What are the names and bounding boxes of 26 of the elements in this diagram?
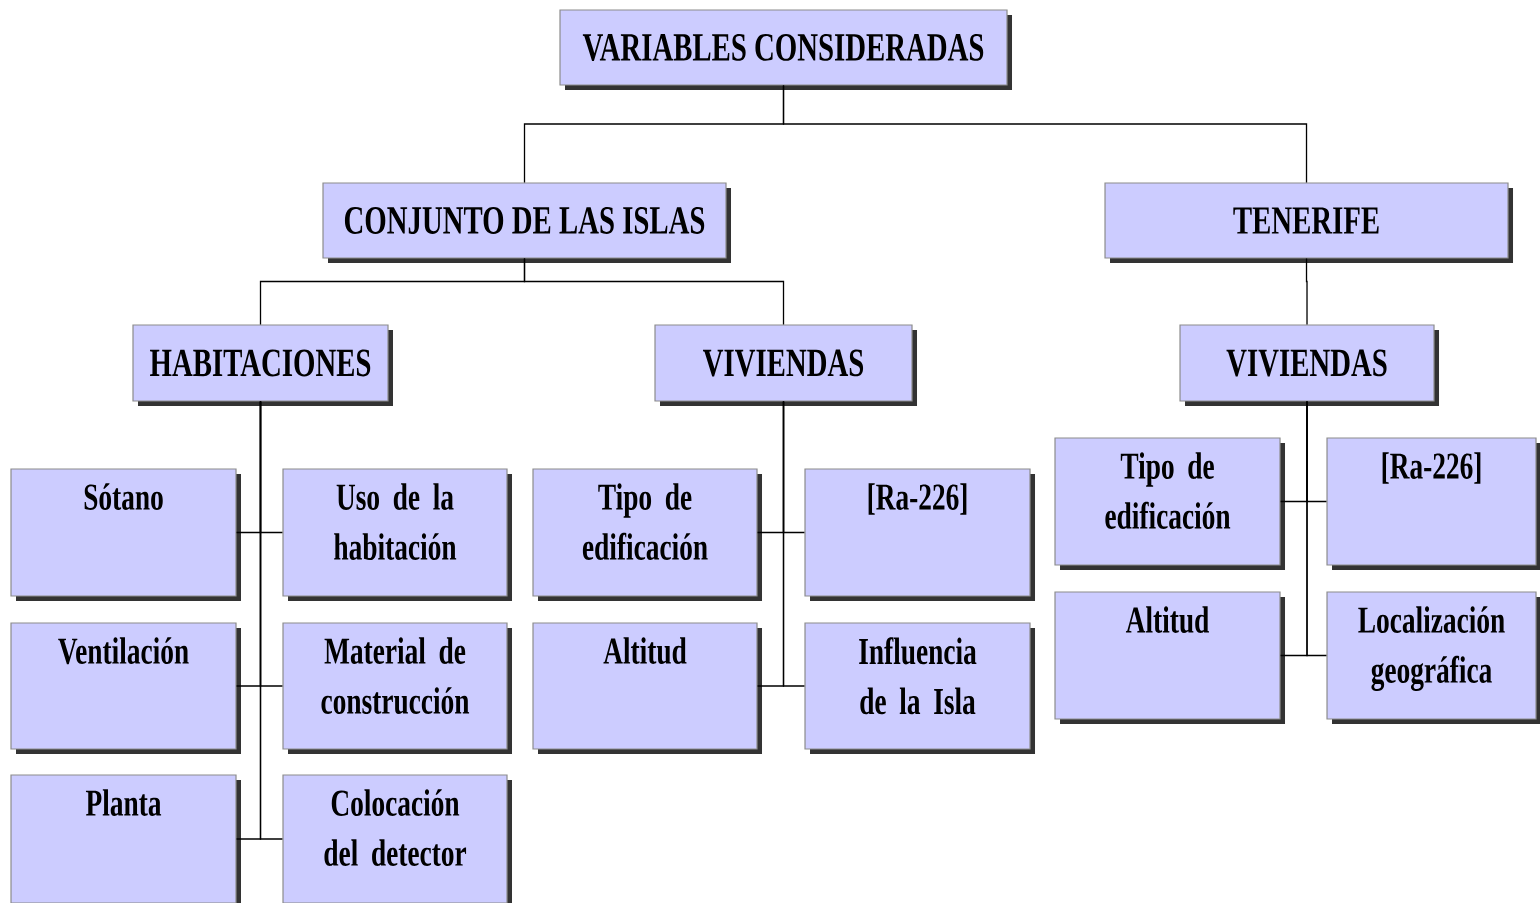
variable-box: Tipo de edificación xyxy=(532,468,762,601)
variable-box: Altitud xyxy=(532,622,762,754)
connector-line xyxy=(259,400,284,840)
category-box: VIVIENDAS xyxy=(1179,324,1439,406)
connector-line xyxy=(782,84,1308,184)
variable-box: Localización geográfica xyxy=(1326,591,1540,724)
category-box: VARIABLES CONSIDERADAS xyxy=(559,9,1012,90)
variable-box: Altitud xyxy=(1054,591,1285,724)
category-box: VIVIENDAS xyxy=(654,324,917,406)
variable-box: Colocación del detector xyxy=(282,774,512,903)
variable-box: Material de construcción xyxy=(282,622,512,754)
category-box: HABITACIONES xyxy=(132,324,393,406)
variable-box: Planta xyxy=(10,774,241,903)
variable-box: Sótano xyxy=(10,468,241,601)
connector-line xyxy=(782,400,806,687)
connector-line xyxy=(1306,400,1328,657)
variable-box: Tipo de edificación xyxy=(1054,437,1285,570)
variable-box: Ventilación xyxy=(10,622,241,754)
connector-line xyxy=(1305,257,1308,326)
variable-box: Uso de la habitación xyxy=(282,468,512,601)
variable-box: [Ra-226] xyxy=(1326,437,1540,570)
category-box: TENERIFE xyxy=(1104,182,1513,263)
variable-box: Influencia de la Isla xyxy=(804,622,1035,754)
variable-box: [Ra-226] xyxy=(804,468,1035,601)
category-box: CONJUNTO DE LAS ISLAS xyxy=(322,182,731,263)
connector-line xyxy=(523,257,785,326)
